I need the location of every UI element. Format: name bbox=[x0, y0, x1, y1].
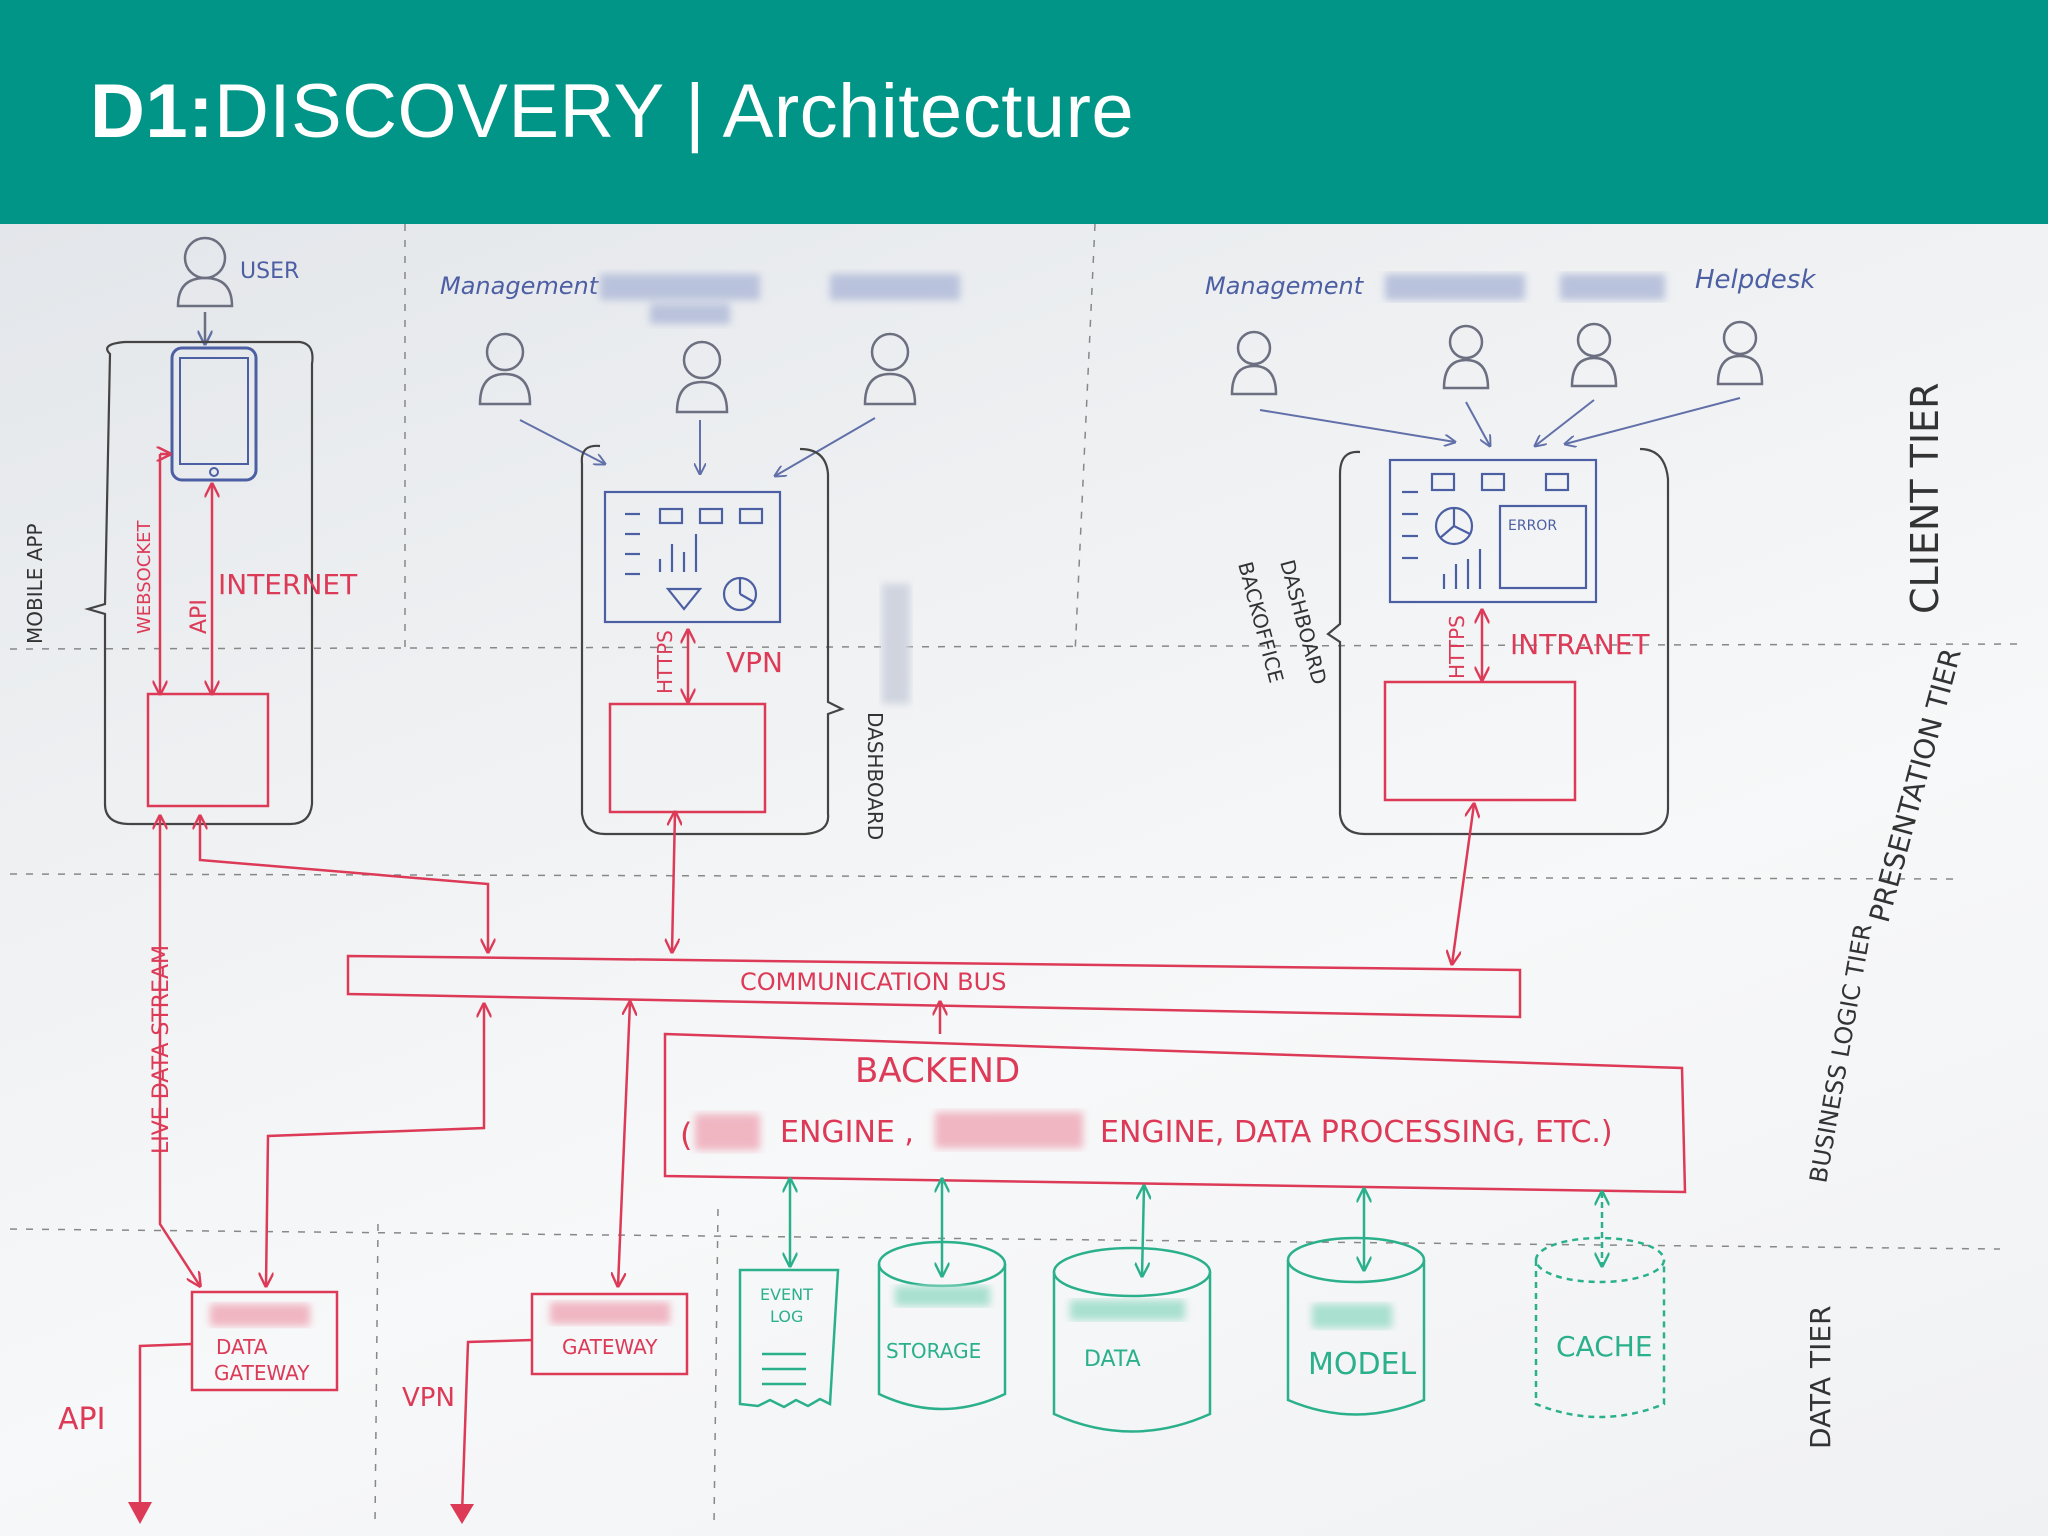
blurred-label bbox=[695, 1114, 760, 1150]
dashboard-vpn-label: VPN bbox=[726, 646, 783, 679]
event-log-label-1: EVENT bbox=[760, 1285, 813, 1304]
helpdesk-label: Helpdesk bbox=[1695, 265, 1816, 295]
websocket-label: WEBSOCKET bbox=[134, 519, 155, 634]
blurred-label bbox=[600, 274, 960, 324]
event-log-icon bbox=[738, 1268, 840, 1409]
api-external-label: API bbox=[58, 1402, 105, 1437]
dashboard-https-label: HTTPS bbox=[653, 630, 677, 694]
mobile-app-bracket bbox=[84, 340, 314, 826]
business-tier-label: BUSINESS LOGIC TIER bbox=[1804, 922, 1877, 1185]
backend-engine-2: ENGINE, DATA PROCESSING, ETC.) bbox=[1100, 1115, 1613, 1150]
blurred-label bbox=[1070, 1300, 1185, 1320]
user-person-icon bbox=[176, 236, 234, 308]
backoffice-https-label: HTTPS bbox=[1445, 615, 1469, 679]
gateway-box bbox=[530, 1292, 689, 1376]
model-database-icon bbox=[1286, 1236, 1426, 1416]
management-label-left: Management bbox=[440, 272, 600, 300]
data-tier-label: DATA TIER bbox=[1804, 1305, 1837, 1449]
management-label-right: Management bbox=[1205, 272, 1365, 300]
backoffice-bracket bbox=[1326, 447, 1670, 836]
api-label: API bbox=[187, 599, 212, 634]
api-arrow-icon bbox=[128, 1502, 152, 1524]
data-database-icon bbox=[1052, 1246, 1212, 1433]
title-text: DISCOVERY | Architecture bbox=[213, 69, 1135, 154]
data-gateway-label-1: DATA bbox=[216, 1335, 268, 1359]
communication-bus bbox=[346, 954, 1522, 1019]
error-label: ERROR bbox=[1508, 518, 1557, 534]
vpn-external-label: VPN bbox=[402, 1383, 455, 1413]
communication-bus-label: COMMUNICATION BUS bbox=[740, 968, 1006, 996]
backend-title: BACKEND bbox=[855, 1051, 1020, 1091]
blurred-label bbox=[1385, 274, 1665, 300]
backoffice-backend-box bbox=[1383, 680, 1577, 802]
vpn-connection bbox=[460, 1338, 533, 1515]
presentation-tier-label: PRESENTATION TIER bbox=[1863, 645, 1968, 926]
blurred-label bbox=[210, 1304, 310, 1326]
backoffice-screen-icon bbox=[1388, 458, 1598, 604]
dashboard-backend-box bbox=[608, 702, 767, 814]
gateway-label: GATEWAY bbox=[562, 1335, 658, 1359]
data-gateway-box bbox=[190, 1290, 339, 1392]
user-label: USER bbox=[240, 259, 299, 284]
title-prefix: D1: bbox=[90, 69, 214, 154]
dashboard-bracket bbox=[580, 444, 845, 836]
dashboard-label: DASHBOARD bbox=[863, 712, 887, 840]
dashboard-screen-icon bbox=[603, 490, 782, 624]
internet-label: INTERNET bbox=[218, 568, 358, 601]
architecture-diagram: USER MOBILE APP WEBSOCKET API INTERNET M… bbox=[9, 224, 2021, 1525]
data-gateway-label-2: GATEWAY bbox=[214, 1361, 310, 1385]
slide-title: D1:DISCOVERY | Architecture bbox=[90, 68, 1134, 155]
blurred-label bbox=[550, 1302, 670, 1324]
tablet-icon bbox=[170, 346, 258, 482]
whiteboard-photo: USER MOBILE APP WEBSOCKET API INTERNET M… bbox=[0, 224, 2048, 1536]
blurred-label bbox=[1312, 1304, 1392, 1328]
slide-header: D1:DISCOVERY | Architecture bbox=[0, 0, 2048, 224]
blurred-label bbox=[935, 1112, 1083, 1148]
api-connection bbox=[138, 1342, 193, 1514]
data-store-label: DATA bbox=[1084, 1347, 1141, 1372]
client-tier-label: CLIENT TIER bbox=[1903, 383, 1947, 614]
mobile-backend-box bbox=[146, 692, 270, 808]
model-label: MODEL bbox=[1308, 1347, 1417, 1382]
backend-box bbox=[663, 1032, 1687, 1194]
cache-database-icon bbox=[1534, 1236, 1666, 1419]
mobile-app-label: MOBILE APP bbox=[23, 523, 47, 644]
backoffice-users-icons bbox=[1230, 320, 1764, 396]
management-users-icons bbox=[478, 332, 917, 414]
backend-paren: ( bbox=[680, 1116, 692, 1154]
live-data-stream-label: LIVE DATA STREAM bbox=[149, 945, 174, 1154]
event-log-label-2: LOG bbox=[770, 1307, 803, 1326]
cache-label: CACHE bbox=[1556, 1330, 1653, 1363]
vpn-arrow-icon bbox=[450, 1504, 474, 1524]
intranet-label: INTRANET bbox=[1510, 628, 1650, 661]
backend-engine-1: ENGINE , bbox=[780, 1115, 914, 1150]
storage-label: STORAGE bbox=[886, 1339, 981, 1363]
blurred-label bbox=[895, 1286, 990, 1306]
blurred-label bbox=[882, 584, 910, 704]
